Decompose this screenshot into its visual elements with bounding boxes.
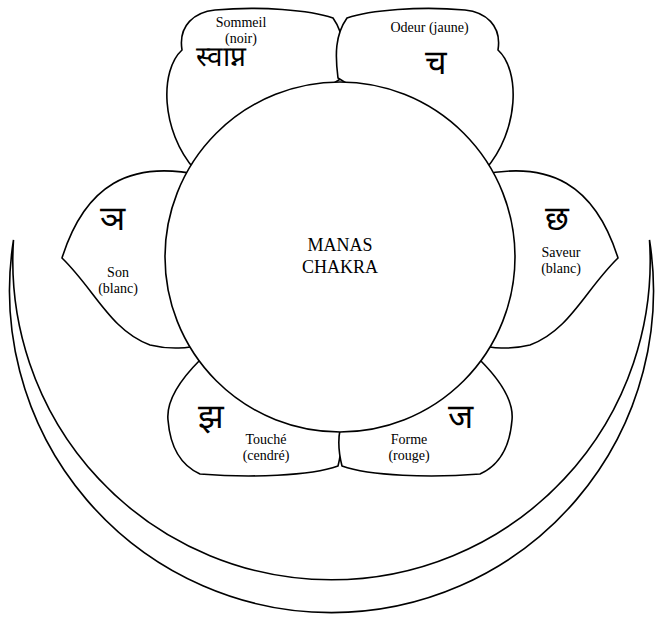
- petal-label: Son (blanc): [88, 265, 148, 297]
- petal-letter: स्वाप्न: [196, 40, 246, 74]
- petal-label: Saveur (blanc): [530, 245, 592, 277]
- circle-shape: [165, 82, 515, 432]
- petal-shape: [168, 360, 342, 476]
- petal-letter: झ: [198, 396, 224, 437]
- petal-label: Touché (cendré): [234, 432, 298, 464]
- petal-shape: [480, 171, 618, 348]
- petal-letter: ञ: [100, 198, 125, 239]
- chakra-circle: MANAS CHAKRA: [164, 81, 516, 433]
- chakra-name: MANAS CHAKRA: [285, 235, 395, 278]
- petal-letter: च: [425, 42, 447, 83]
- petal-label: Forme (rouge): [380, 432, 438, 464]
- petal-letter: छ: [545, 198, 569, 239]
- petal-letter: ज: [448, 396, 473, 437]
- petal-label: Odeur (jaune): [362, 20, 497, 36]
- petal-shape: [339, 360, 513, 476]
